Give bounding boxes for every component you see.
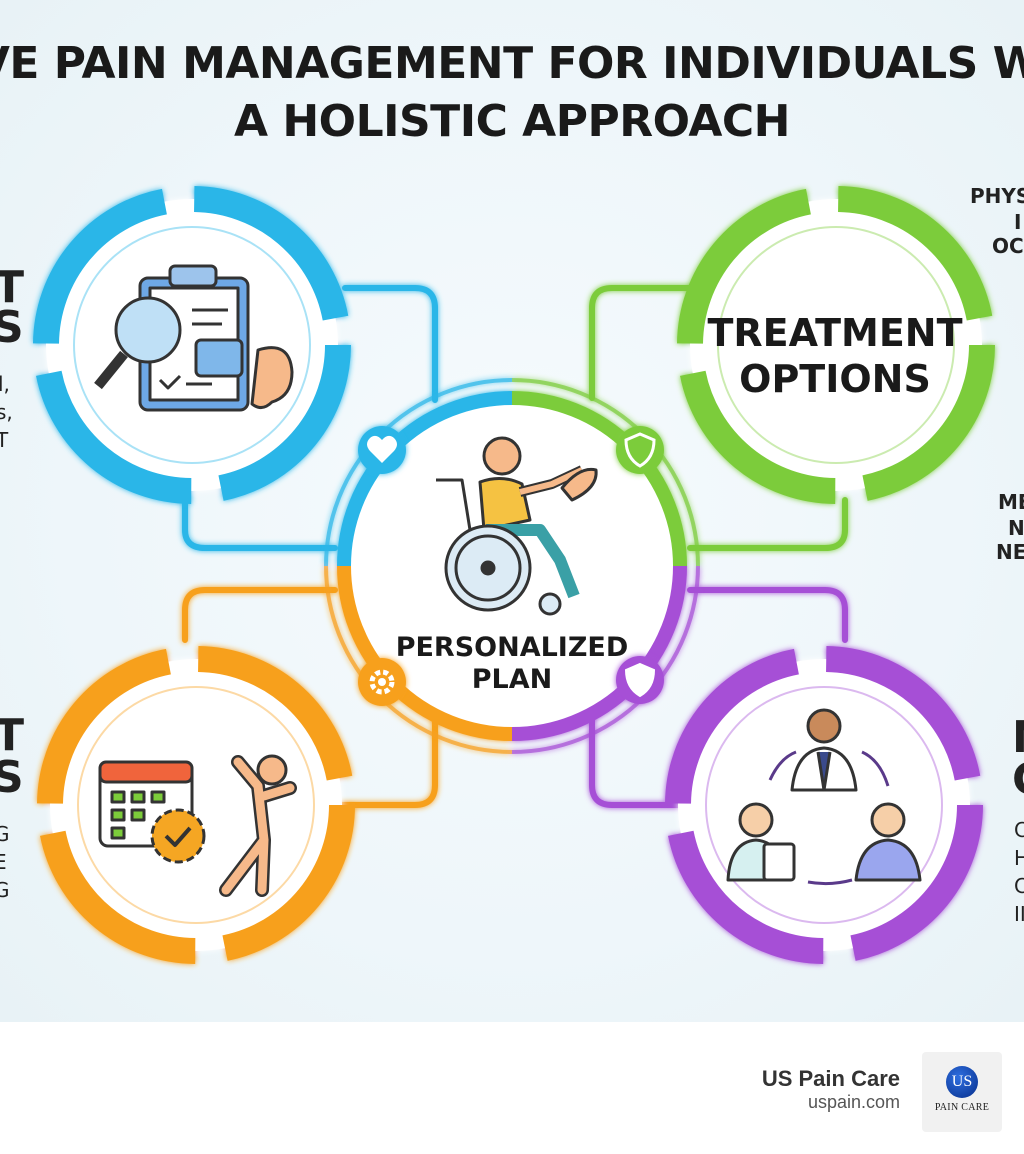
clipboard-magnifier-ear-icon — [94, 264, 294, 412]
connector-top-left — [342, 285, 438, 403]
cropped-text-left-bottom-4: E — [0, 850, 7, 874]
title-line-2: A HOLISTIC APPROACH — [233, 96, 791, 147]
cropped-text-left-bottom-1: T — [0, 710, 25, 761]
cropped-text-left-top-5: T — [0, 428, 9, 452]
node-bottom-left — [37, 646, 355, 964]
logo-text: PAIN CARE — [934, 1102, 990, 1113]
cropped-text-left-bottom-5: G — [0, 878, 10, 902]
title-line-1: IVE PAIN MANAGEMENT FOR INDIVIDUALS WITH — [0, 38, 1024, 89]
personalized-plan-label: PERSONALIZED PLAN — [380, 632, 644, 696]
center-label-line-2: PLAN — [471, 664, 553, 695]
cropped-text-right-top-3: OC( — [992, 234, 1024, 258]
connector-top-left-lower — [182, 497, 338, 551]
node-bottom-right — [665, 646, 983, 964]
shield-badge-top — [616, 426, 664, 474]
cropped-text-right-bottom-4: H — [1014, 846, 1024, 870]
cropped-text-right-bottom-6: II — [1014, 902, 1024, 926]
treatment-label-line-2: OPTIONS — [739, 357, 931, 401]
care-team-collaboration-icon — [726, 708, 922, 886]
calendar-gear-stretching-person-icon — [98, 754, 297, 897]
node-top-right — [677, 186, 995, 504]
cropped-text-right-bottom-1: N — [1012, 712, 1024, 763]
cropped-text-right-bottom-3: C — [1014, 818, 1024, 842]
source-url[interactable]: uspain.com — [807, 1092, 900, 1112]
connector-bottom-right — [687, 587, 848, 643]
source-brand-name[interactable]: US Pain Care — [761, 1066, 900, 1091]
shield-badge-bottom — [616, 656, 664, 704]
shield-icon — [624, 432, 656, 468]
logo-mark: US — [946, 1066, 978, 1098]
cropped-text-right-mid-2: N — [1008, 516, 1024, 540]
gear-badge — [358, 658, 406, 706]
connector-top-right-lower — [687, 497, 848, 551]
cropped-text-left-bottom-2: S — [0, 752, 24, 803]
wheelchair-person-icon — [436, 436, 598, 616]
connector-top-right — [589, 285, 693, 401]
cropped-text-right-bottom-5: C — [1014, 874, 1024, 898]
cropped-text-right-top-1: PHYS — [970, 184, 1024, 208]
treatment-label-line-1: TREATMENT — [707, 311, 963, 355]
center-label-line-1: PERSONALIZED — [395, 632, 629, 663]
cropped-text-right-mid-1: ME — [998, 490, 1024, 514]
connector-lines — [182, 285, 848, 808]
cropped-text-left-top-2: S — [0, 302, 24, 353]
treatment-options-label: TREATMENT OPTIONS — [700, 310, 970, 402]
infographic-canvas: IVE PAIN MANAGEMENT FOR INDIVIDUALS WITH… — [0, 0, 1024, 1022]
cropped-text-right-mid-3: NE — [996, 540, 1024, 564]
cropped-text-right-top-2: I — [1014, 210, 1022, 234]
cropped-text-right-bottom-2: C — [1012, 754, 1024, 805]
cropped-text-left-top-1: T — [0, 262, 25, 313]
cropped-text-left-top-3: l, — [0, 372, 10, 396]
shield-icon — [624, 662, 656, 698]
heart-badge — [358, 426, 406, 474]
cropped-text-left-top-4: s, — [0, 400, 13, 424]
source-logo[interactable]: US PAIN CARE — [922, 1052, 1002, 1132]
connector-bottom-left-lower — [337, 717, 438, 808]
diagram-svg — [33, 186, 995, 964]
source-footer — [0, 1022, 1024, 1154]
gear-icon — [369, 669, 395, 695]
cropped-text-left-bottom-3: G — [0, 822, 10, 846]
heart-icon — [367, 435, 397, 463]
connector-bottom-right-lower — [589, 717, 693, 808]
connector-bottom-left — [182, 587, 338, 643]
